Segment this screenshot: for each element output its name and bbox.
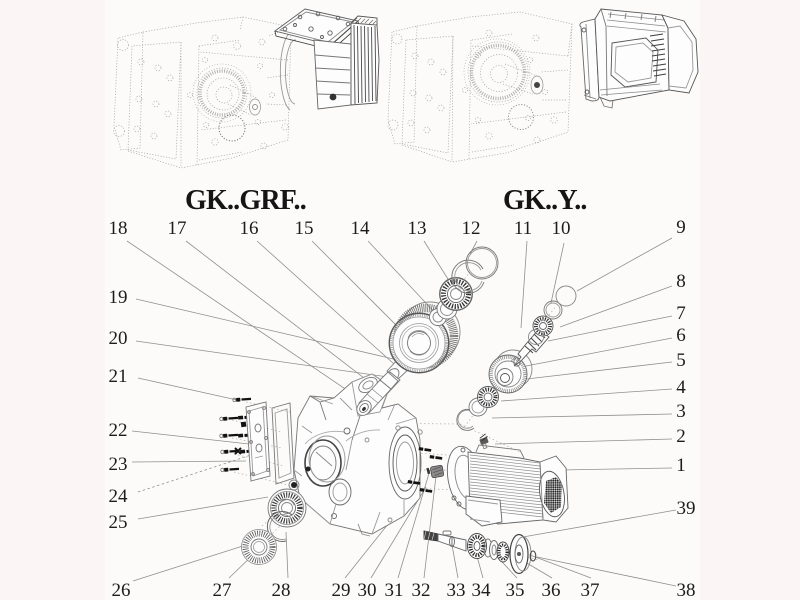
svg-text:8: 8 [676,271,686,292]
svg-text:31: 31 [385,580,404,600]
svg-text:10: 10 [552,218,571,239]
svg-text:37: 37 [581,580,600,600]
svg-text:11: 11 [514,218,532,239]
svg-text:GK..Y..: GK..Y.. [503,185,587,216]
svg-text:25: 25 [109,512,128,533]
svg-text:23: 23 [109,454,128,475]
svg-text:19: 19 [109,287,128,308]
svg-text:24: 24 [109,486,129,507]
svg-text:2: 2 [676,426,686,447]
svg-text:15: 15 [295,218,314,239]
svg-text:27: 27 [213,580,232,600]
svg-text:GK..GRF..: GK..GRF.. [185,185,306,216]
svg-text:5: 5 [676,350,686,371]
svg-text:1: 1 [676,455,686,476]
svg-text:9: 9 [676,217,686,238]
svg-text:38: 38 [677,580,696,600]
svg-text:16: 16 [240,218,259,239]
svg-text:36: 36 [542,580,561,600]
svg-text:4: 4 [676,377,686,398]
svg-text:26: 26 [112,580,131,600]
svg-text:18: 18 [109,218,128,239]
svg-text:12: 12 [462,218,481,239]
svg-text:6: 6 [676,325,686,346]
svg-text:13: 13 [408,218,427,239]
svg-text:34: 34 [472,580,492,600]
svg-text:32: 32 [412,580,431,600]
svg-text:20: 20 [109,328,128,349]
svg-text:39: 39 [677,498,696,519]
svg-text:30: 30 [358,580,377,600]
svg-text:3: 3 [676,401,686,422]
svg-text:22: 22 [109,420,128,441]
svg-text:21: 21 [109,366,128,387]
svg-text:33: 33 [447,580,466,600]
svg-text:35: 35 [506,580,525,600]
svg-text:28: 28 [272,580,291,600]
svg-text:14: 14 [351,218,371,239]
svg-text:17: 17 [168,218,187,239]
svg-text:7: 7 [676,303,686,324]
svg-text:29: 29 [332,580,351,600]
